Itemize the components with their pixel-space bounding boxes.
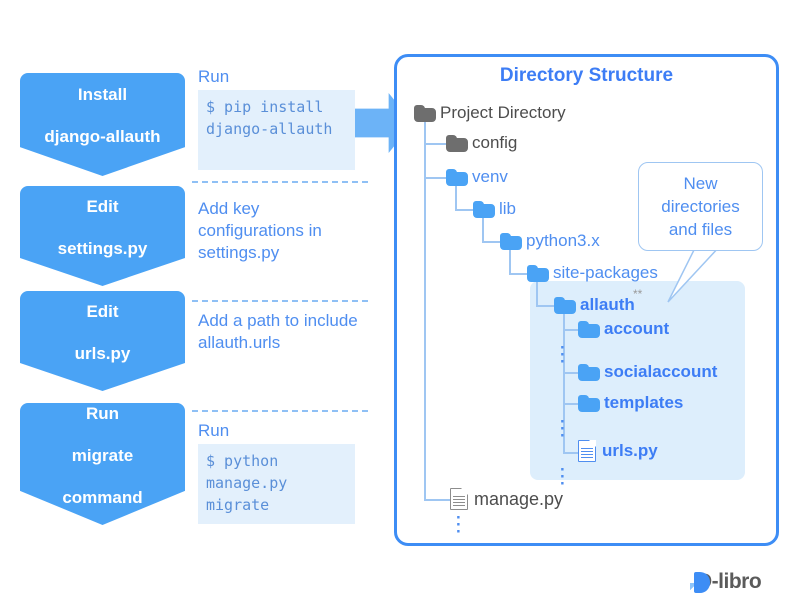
tree-line-templates — [563, 403, 582, 405]
tree-line-python — [482, 241, 504, 243]
allauth-footnote-marker: ** — [633, 287, 643, 301]
flow-divider-2 — [192, 300, 368, 302]
flow-step-3-text: Add a path to include allauth.urls — [198, 311, 358, 352]
tree-node-label: allauth — [580, 295, 635, 314]
flow-divider-1 — [192, 181, 368, 183]
tree-line-config — [424, 143, 452, 145]
tree-node-manage-py[interactable]: manage.py — [450, 488, 563, 510]
flow-step-1-right-label: Run — [198, 67, 230, 86]
tree-node-site-packages[interactable]: site-packages — [527, 263, 658, 283]
tree-line-account — [563, 329, 582, 331]
tree-node-label: config — [472, 133, 518, 152]
callout-new-files: New directories and files — [638, 162, 763, 251]
folder-icon — [578, 394, 600, 412]
tree-node-python3x[interactable]: python3.x — [500, 231, 600, 251]
file-icon — [450, 488, 468, 510]
brand-logo: D-libro — [690, 570, 762, 594]
flow-step-1-code: $ pip install django-allauth — [198, 90, 355, 170]
flow-step-4-code: $ python manage.py migrate — [198, 444, 355, 524]
folder-icon — [578, 363, 600, 381]
tree-node-allauth[interactable]: allauth — [554, 295, 635, 315]
tree-node-lib[interactable]: lib — [473, 199, 516, 219]
flow-step-4-right-label: Run — [198, 421, 230, 440]
folder-icon — [578, 320, 600, 338]
flow-step-2[interactable]: Edit settings.py — [20, 186, 185, 286]
callout-line-3: and files — [668, 220, 733, 239]
flow-step-1-line1: Install — [77, 85, 128, 104]
tree-node-account[interactable]: account — [578, 319, 669, 339]
d-libro-mark-icon — [690, 571, 710, 593]
tree-node-label: account — [604, 319, 670, 338]
tree-node-label: Project Directory — [440, 103, 566, 122]
tree-line-allauth-trunk — [563, 312, 565, 454]
folder-icon — [473, 200, 495, 218]
tree-node-label: venv — [472, 167, 508, 186]
tree-node-config[interactable]: config — [446, 133, 517, 153]
tree-line-python-branch — [509, 248, 511, 274]
tree-node-urls-py[interactable]: urls.py — [578, 440, 658, 462]
callout-line-2: directories — [661, 197, 740, 216]
folder-icon — [414, 104, 436, 122]
flow-step-4-line3: command — [62, 487, 143, 507]
tree-node-label: urls.py — [602, 441, 658, 460]
flow-step-3[interactable]: Edit urls.py — [20, 291, 185, 391]
tree-node-venv[interactable]: venv — [446, 167, 508, 187]
tree-ellipsis-managepy: ··· — [456, 508, 462, 541]
flow-step-4[interactable]: Run migrate command — [20, 403, 185, 525]
flow-step-3-line1: Edit — [86, 301, 119, 321]
tree-node-project-directory[interactable]: Project Directory — [414, 103, 566, 123]
tree-line-trunk — [424, 114, 426, 499]
tree-line-venv — [424, 177, 452, 179]
folder-icon — [446, 134, 468, 152]
flow-divider-3 — [192, 410, 368, 412]
tree-line-socialaccount — [563, 372, 582, 374]
folder-icon — [500, 232, 522, 250]
flow-step-2-text: Add key configurations in settings.py — [198, 199, 322, 262]
new-files-highlight — [530, 281, 745, 480]
tree-ellipsis-templates: ··· — [560, 412, 566, 445]
tree-node-label: templates — [604, 393, 684, 412]
tree-node-label: python3.x — [526, 231, 600, 250]
folder-icon — [554, 296, 576, 314]
tree-node-label: site-packages — [553, 263, 658, 282]
brand-logo-text: D-libro — [697, 570, 762, 593]
tree-ellipsis-urlspy: ··· — [560, 460, 566, 493]
tree-line-venv-branch — [455, 184, 457, 210]
flow-step-2-line1: Edit — [86, 196, 119, 216]
tree-node-socialaccount[interactable]: socialaccount — [578, 362, 717, 382]
page-title: Directory Structure — [499, 65, 674, 86]
tree-node-label: socialaccount — [604, 362, 718, 381]
tree-line-lib — [455, 209, 477, 211]
tree-node-label: lib — [499, 199, 517, 218]
tree-line-allauth — [536, 305, 558, 307]
flow-step-4-line2: migrate — [71, 445, 134, 465]
tree-line-managepy — [424, 499, 452, 501]
file-icon — [578, 440, 596, 462]
flow-step-3-line2: urls.py — [74, 343, 131, 363]
callout-line-1: New — [683, 174, 718, 193]
tree-line-sitepackages-branch — [536, 280, 538, 306]
tree-node-templates[interactable]: templates — [578, 393, 683, 413]
tree-node-label: manage.py — [474, 489, 564, 509]
flow-step-2-line2: settings.py — [57, 238, 148, 258]
flow-step-4-line1: Run — [85, 403, 120, 423]
folder-icon — [446, 168, 468, 186]
tree-ellipsis-account: ··· — [560, 338, 566, 371]
flow-step-1[interactable]: Install django-allauth — [20, 73, 185, 176]
tree-line-urlspy — [563, 452, 582, 454]
folder-icon — [527, 264, 549, 282]
tree-line-sitepackages — [509, 273, 531, 275]
flow-step-1-line2: django-allauth — [44, 127, 161, 146]
tree-line-lib-branch — [482, 216, 484, 242]
